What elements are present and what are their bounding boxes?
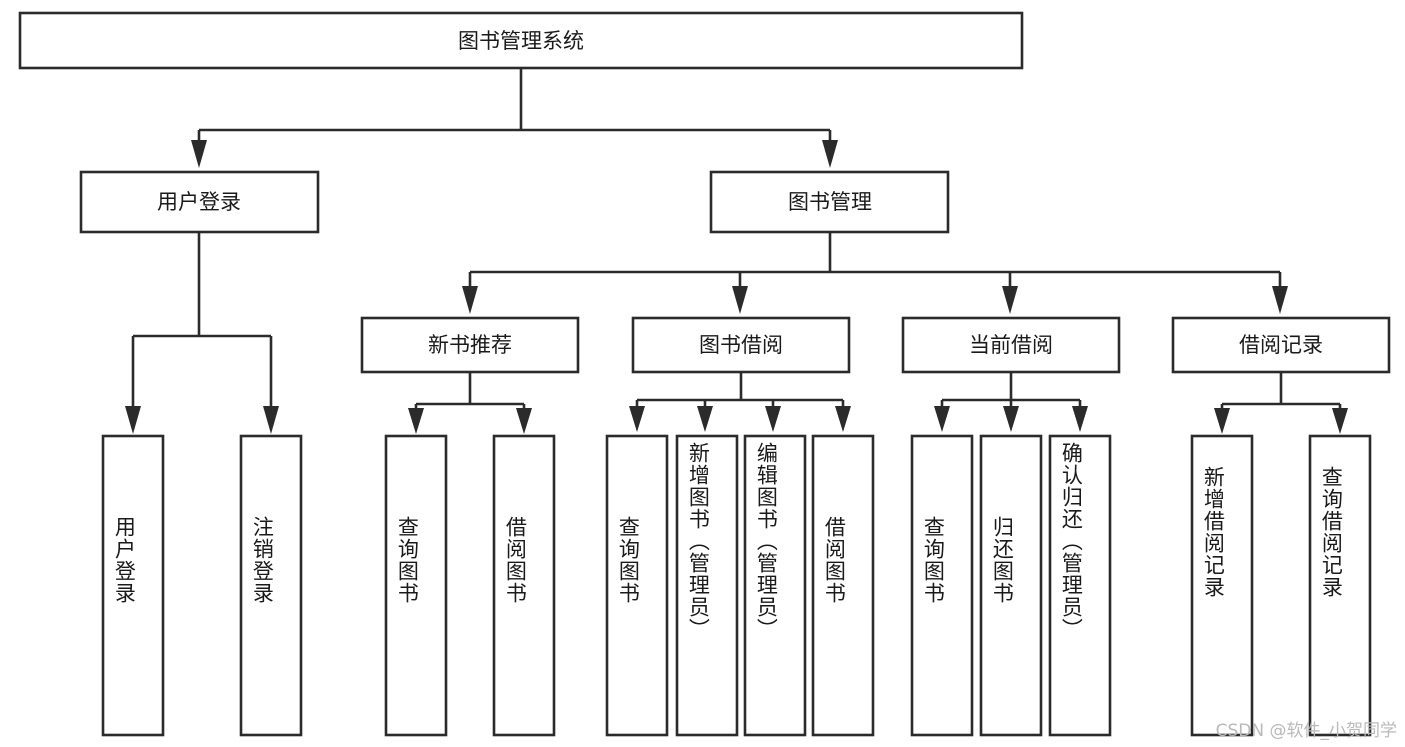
leaf-label-borrow-record-2: 查询借阅记录 bbox=[1319, 466, 1344, 598]
arrowhead-to-borrow-record bbox=[1272, 286, 1288, 314]
leaf-label-new-book-2: 借阅图书 bbox=[503, 516, 528, 604]
leaf-box-user-login-1[interactable] bbox=[101, 434, 165, 737]
leaf-box-book-borrow-3[interactable] bbox=[743, 434, 807, 737]
node-root-label: 图书管理系统 bbox=[458, 29, 584, 53]
arrowhead-user-login-leaf-2 bbox=[263, 406, 279, 434]
leaf-box-new-book-2[interactable] bbox=[492, 434, 556, 737]
arrowhead-borrow-record-leaf-2 bbox=[1332, 408, 1348, 434]
leaf-label-book-borrow-1: 查询图书 bbox=[616, 516, 641, 604]
node-new-book-label: 新书推荐 bbox=[428, 333, 512, 357]
node-book-borrow-label: 图书借阅 bbox=[699, 333, 783, 357]
leaf-box-book-borrow-2[interactable] bbox=[675, 434, 739, 737]
arrowhead-book-borrow-leaf-3 bbox=[765, 406, 781, 432]
leaf-label-user-login-2: 注销登录 bbox=[250, 516, 275, 604]
arrowhead-current-borrow-leaf-1 bbox=[934, 406, 950, 432]
leaf-label-book-borrow-3: 编辑图书（管理员） bbox=[754, 442, 779, 640]
node-borrow-record-label: 借阅记录 bbox=[1239, 333, 1323, 357]
arrowhead-current-borrow-leaf-3 bbox=[1072, 406, 1088, 432]
arrowhead-user-login-leaf-1 bbox=[125, 406, 141, 434]
leaf-box-book-borrow-4[interactable] bbox=[811, 434, 875, 737]
node-borrow-record-box[interactable] bbox=[1171, 316, 1391, 374]
arrowhead-book-borrow-leaf-4 bbox=[835, 406, 851, 432]
leaf-box-current-borrow-3[interactable] bbox=[1048, 434, 1112, 737]
leaf-label-current-borrow-1: 查询图书 bbox=[921, 516, 946, 604]
arrowhead-to-current-borrow bbox=[1002, 286, 1018, 314]
arrowhead-current-borrow-leaf-2 bbox=[1003, 406, 1019, 432]
leaf-label-current-borrow-3: 确认归还（管理员） bbox=[1059, 442, 1084, 640]
leaf-box-current-borrow-1[interactable] bbox=[910, 434, 974, 737]
leaf-box-borrow-record-1[interactable] bbox=[1190, 434, 1254, 737]
node-book-manage-label: 图书管理 bbox=[788, 190, 872, 214]
arrowhead-borrow-record-leaf-1 bbox=[1214, 408, 1230, 434]
node-new-book-box[interactable] bbox=[360, 316, 580, 374]
arrowhead-to-book-borrow bbox=[732, 286, 748, 314]
csdn-watermark: CSDN @软件_小贺同学 bbox=[1215, 721, 1397, 741]
node-user-login-label: 用户登录 bbox=[157, 190, 241, 214]
arrowhead-new-book-leaf-1 bbox=[408, 408, 424, 434]
node-root-box[interactable] bbox=[18, 11, 1024, 70]
leaf-box-book-borrow-1[interactable] bbox=[605, 434, 669, 737]
leaf-label-user-login-1: 用户登录 bbox=[112, 516, 137, 604]
leaf-box-borrow-record-2[interactable] bbox=[1308, 434, 1372, 737]
leaf-label-book-borrow-2: 新增图书（管理员） bbox=[686, 442, 711, 640]
arrowhead-new-book-leaf-2 bbox=[516, 408, 532, 434]
arrowhead-to-user-login bbox=[191, 140, 207, 168]
leaf-box-new-book-1[interactable] bbox=[384, 434, 448, 737]
leaf-box-user-login-2[interactable] bbox=[239, 434, 303, 737]
arrowhead-to-new-book bbox=[462, 286, 478, 314]
node-current-borrow-box[interactable] bbox=[901, 316, 1121, 374]
arrowhead-to-book-manage bbox=[822, 140, 838, 168]
leaf-label-new-book-1: 查询图书 bbox=[395, 516, 420, 604]
arrowhead-book-borrow-leaf-2 bbox=[697, 406, 713, 432]
leaf-label-book-borrow-4: 借阅图书 bbox=[822, 516, 847, 604]
arrowhead-book-borrow-leaf-1 bbox=[629, 406, 645, 432]
node-current-borrow-label: 当前借阅 bbox=[969, 333, 1053, 357]
leaf-label-borrow-record-1: 新增借阅记录 bbox=[1201, 466, 1226, 598]
leaf-box-current-borrow-2[interactable] bbox=[979, 434, 1043, 737]
leaf-label-current-borrow-2: 归还图书 bbox=[990, 516, 1015, 604]
